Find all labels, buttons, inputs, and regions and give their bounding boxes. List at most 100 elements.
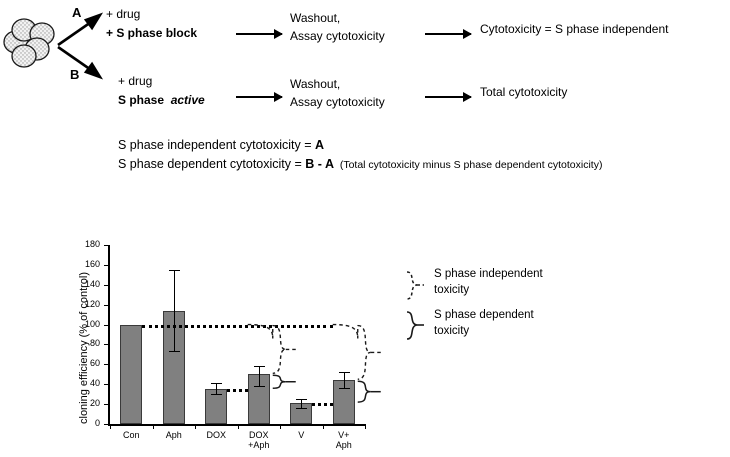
- x-axis-tick-label: DOX+Aph: [233, 430, 285, 451]
- y-axis-tick-label: 100: [84, 318, 100, 329]
- y-axis-tick-label: 40: [89, 378, 100, 389]
- branch-a-treatment-line2: + S phase block: [106, 26, 198, 40]
- y-axis-tick: [104, 264, 108, 266]
- y-axis-tick-label: 120: [84, 298, 100, 309]
- error-bar-cap: [296, 408, 308, 410]
- x-axis-tick-label: Con: [105, 430, 157, 441]
- y-axis-tick-label: 160: [84, 258, 100, 269]
- x-axis-tick-label-line1: V: [298, 430, 305, 440]
- x-axis-tick: [237, 424, 239, 429]
- branch-b-label: B: [70, 67, 80, 82]
- legend-item-0-line2: toxicity: [434, 284, 470, 296]
- error-bar-cap: [211, 394, 223, 396]
- cell-cluster-icon: [3, 18, 55, 68]
- y-axis-tick: [104, 404, 108, 406]
- error-bar-cap: [253, 386, 265, 388]
- y-axis-tick-label: 60: [89, 358, 100, 369]
- x-axis-tick-label: V: [275, 430, 327, 441]
- x-axis-tick: [152, 424, 154, 429]
- x-axis-tick: [322, 424, 324, 429]
- branch-b-washout-line1: Washout,: [290, 77, 341, 91]
- dox-aph-independent-brace: [272, 324, 286, 374]
- v-reference-line: [312, 403, 333, 407]
- branch-a-washout-line1: Washout,: [290, 11, 341, 25]
- error-bar: [301, 399, 303, 409]
- branch-a-washout-line2: Assay cytotoxicity: [290, 29, 385, 43]
- legend-item-1-line1: S phase dependent: [434, 309, 534, 321]
- error-bar-cap: [168, 269, 180, 271]
- branch-a-arrow-1: [236, 33, 282, 35]
- y-axis-tick: [104, 364, 108, 366]
- error-bar-cap: [168, 351, 180, 353]
- v-aph-independent-brace-connector: [332, 323, 359, 339]
- equation-line-2-note: (Total cytotoxicity minus S phase depend…: [339, 159, 603, 171]
- equation-line-2-text: S phase dependent cytotoxicity =: [118, 157, 306, 171]
- v-aph-dependent-brace: [357, 380, 371, 403]
- x-axis-tick: [110, 424, 111, 429]
- x-axis-tick-label: V+Aph: [318, 430, 370, 451]
- branch-b-treatment-line2: S phase active: [118, 93, 205, 108]
- branch-a-arrow-2: [425, 33, 471, 35]
- error-bar: [173, 269, 175, 352]
- branch-arrows: [57, 12, 104, 80]
- equation-line-1-bold: A: [315, 138, 325, 152]
- y-axis-tick-label: 80: [89, 338, 100, 349]
- error-bar-cap: [253, 366, 265, 368]
- control-reference-line: [142, 324, 333, 328]
- error-bar-cap: [338, 372, 350, 374]
- y-axis-line: [108, 245, 110, 425]
- branch-b-treatment-line1: + drug: [118, 74, 153, 88]
- x-axis-tick-label-line1: DOX: [206, 430, 226, 440]
- v-aph-independent-brace: [357, 324, 371, 380]
- x-axis-tick-label-line1: Aph: [165, 430, 182, 440]
- branch-b-arrow-2: [425, 96, 471, 98]
- x-axis-tick-label-line1: Con: [122, 430, 140, 440]
- x-axis-tick: [195, 424, 196, 429]
- error-bar-cap: [338, 388, 350, 390]
- solid-brace-icon: [406, 311, 424, 340]
- branch-b-result: Total cytotoxicity: [480, 85, 568, 99]
- bar-con[interactable]: [120, 324, 143, 424]
- y-axis-tick: [104, 284, 108, 286]
- y-axis-tick-label: 0: [94, 418, 100, 428]
- branch-a-result: Cytotoxicity = S phase independent: [480, 22, 669, 36]
- x-axis-tick-label: DOX: [190, 430, 242, 441]
- x-axis-tick-label: Aph: [148, 430, 200, 441]
- legend-item-0-line1: S phase independent: [434, 268, 543, 280]
- error-bar-cap: [211, 383, 223, 385]
- branch-b-washout-line2: Assay cytotoxicity: [290, 95, 385, 109]
- error-bar: [343, 372, 345, 389]
- y-axis-tick: [104, 384, 108, 386]
- dox-reference-line: [227, 389, 248, 393]
- x-axis-tick-label-line1: DOX: [248, 430, 269, 440]
- y-axis-tick: [104, 424, 108, 425]
- branch-b-arrow-1: [236, 96, 282, 98]
- x-axis-tick-label-line2: Aph: [335, 439, 352, 450]
- y-axis-tick-label: 180: [84, 239, 100, 249]
- y-axis-tick-label: 20: [89, 398, 100, 409]
- y-axis-tick-label: 140: [84, 278, 100, 289]
- equation-line-2: S phase dependent cytotoxicity = B - A (…: [118, 157, 602, 171]
- dox-aph-dependent-brace: [272, 374, 286, 389]
- legend-item-1-line2: toxicity: [434, 325, 470, 337]
- dashed-brace-icon: [406, 271, 424, 300]
- dox-aph-independent-brace-connector: [247, 323, 274, 339]
- branch-b-treatment-line2-emph: active: [170, 93, 205, 107]
- equation-line-1: S phase independent cytotoxicity = A: [118, 138, 324, 152]
- y-axis-tick: [104, 245, 108, 246]
- branch-a-treatment-line1: + drug: [106, 7, 141, 21]
- x-axis-tick: [365, 424, 366, 429]
- y-axis-tick: [104, 304, 108, 306]
- y-axis-tick: [104, 324, 108, 326]
- branch-a-label: A: [72, 5, 82, 20]
- error-bar: [258, 366, 260, 387]
- y-axis-tick: [104, 344, 108, 346]
- error-bar: [216, 383, 218, 395]
- equation-line-2-bold: B - A: [305, 157, 334, 171]
- equation-line-1-text: S phase independent cytotoxicity =: [118, 138, 316, 152]
- error-bar-cap: [296, 399, 308, 401]
- x-axis-tick: [280, 424, 281, 429]
- x-axis-line: [108, 424, 365, 426]
